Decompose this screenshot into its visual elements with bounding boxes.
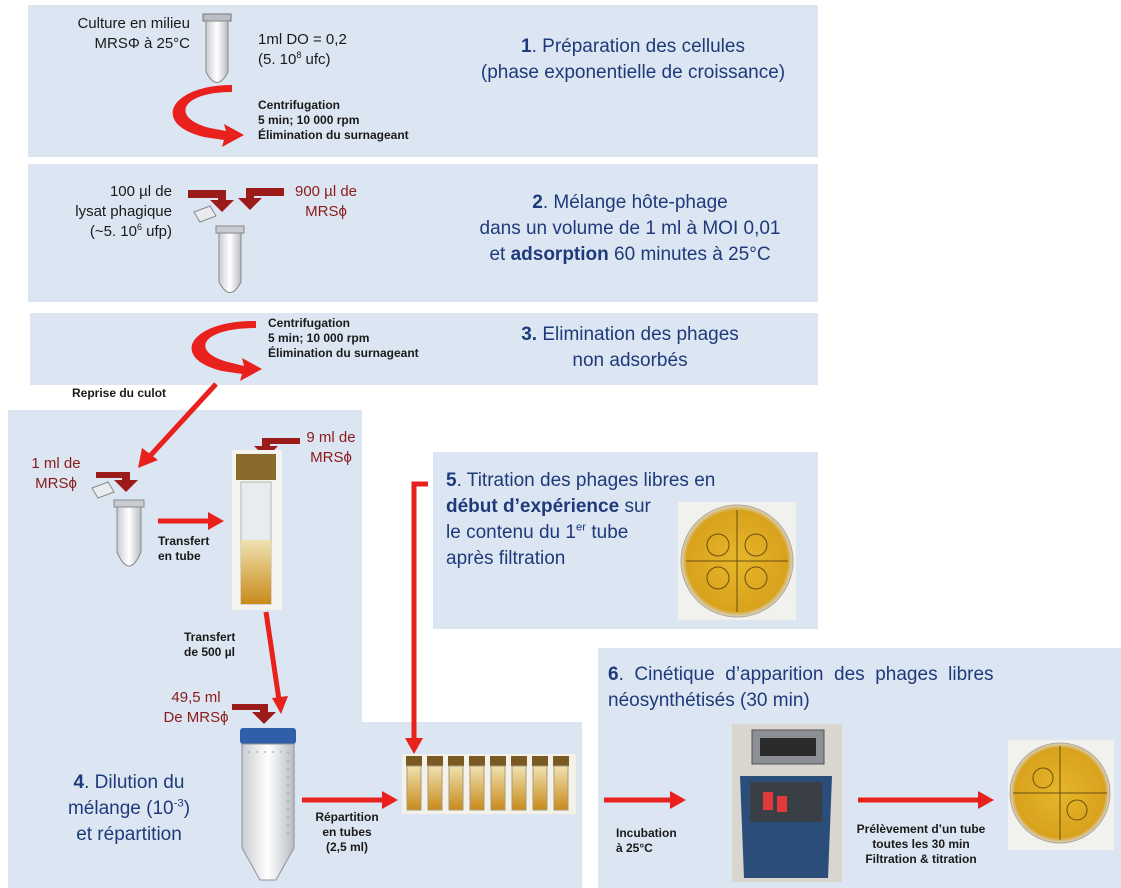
rack-tube (553, 765, 569, 811)
rack-tube (490, 765, 506, 811)
step4-title: 4. Dilution du mélange (10-3) et réparti… (67, 772, 191, 845)
open-eppendorf-tube-icon (193, 205, 245, 293)
rack-tube-cap (427, 756, 443, 766)
centrifugation-arrow-icon-2 (191, 320, 262, 381)
step3-panel (30, 313, 818, 385)
transfert-500-label: Transfert de 500 µl (184, 630, 236, 659)
rack-tube-cap (553, 756, 569, 766)
step1-panel (28, 5, 818, 157)
repartition-label: Répartition en tubes (2,5 ml) (315, 810, 379, 854)
step2-panel (28, 164, 818, 302)
rack-tube (448, 765, 464, 811)
incubation-label: Incubation à 25°C (616, 826, 677, 855)
mrs9-label: 9 ml de MRSϕ (306, 429, 356, 466)
transfert-500-arrow (272, 696, 288, 714)
rack-tube-cap (490, 756, 506, 766)
rack-tube (511, 765, 527, 811)
titration-arrow (405, 738, 423, 754)
falcon-tube-icon (240, 728, 296, 881)
rack-tube (469, 765, 485, 811)
incubation-arrow (670, 791, 686, 809)
lysat-label: 100 µl de lysat phagique (~5. 106 ufp) (75, 183, 172, 240)
step1-centrifugation: Centrifugation 5 min; 10 000 rpm Élimina… (258, 98, 409, 142)
petri-dish-photo-2 (1008, 740, 1114, 850)
step2-title: 2. Mélange hôte-phage dans un volume de … (479, 192, 781, 265)
glass-tube-photo (232, 450, 282, 610)
petri-dish-photo-1 (678, 502, 796, 620)
sample-label-2: (5. 108 ufc) (258, 50, 331, 69)
centrifugation-arrow-icon (172, 85, 244, 147)
eppendorf-tube-icon (202, 13, 232, 83)
add-mrs-arrow-icon (238, 188, 284, 210)
add-mrs49-arrow-icon (232, 704, 276, 724)
open-eppendorf-tube-icon-2 (91, 481, 145, 567)
culture-label-2: MRSΦ à 25°C (94, 35, 191, 52)
tubes-rack-photo (402, 754, 576, 814)
transfert-tube-label: Transfert en tube (158, 534, 210, 563)
rack-tube (427, 765, 443, 811)
rack-tube-cap (469, 756, 485, 766)
rack-tube-cap (511, 756, 527, 766)
water-bath-photo (732, 724, 842, 882)
mrs49-label: 49,5 ml De MRSϕ (163, 689, 229, 726)
mrs900-label: 900 µl de MRSϕ (294, 183, 358, 220)
step3-title: 3. Elimination des phages non adsorbés (521, 324, 739, 371)
rack-tube-cap (406, 756, 422, 766)
step6-title: 6. Cinétique d’apparition des phages lib… (608, 664, 994, 711)
reprise-arrow (148, 382, 218, 458)
transfert-tube-arrow (208, 512, 224, 530)
rack-tube-cap (532, 756, 548, 766)
culture-label-1: Culture en milieu (77, 15, 190, 32)
step5-title: 5. Titration des phages libres en début … (446, 470, 716, 569)
reprise-label: Reprise du culot (72, 386, 167, 400)
mrs1-label: 1 ml de MRSϕ (31, 455, 81, 492)
rack-tube (532, 765, 548, 811)
add-mrs1-arrow-icon (96, 472, 138, 492)
sample-label-1: 1ml DO = 0,2 (258, 31, 347, 48)
repartition-arrow (382, 791, 398, 809)
rack-tube (406, 765, 422, 811)
step4-panel (8, 410, 362, 888)
step1-title: 1. Préparation des cellules (phase expon… (480, 36, 786, 83)
rack-tube-cap (448, 756, 464, 766)
step3-centrifugation: Centrifugation 5 min; 10 000 rpm Élimina… (268, 316, 419, 360)
prelevement-arrow (978, 791, 994, 809)
add-lysat-arrow-icon (188, 190, 234, 212)
prelevement-label: Prélèvement d’un tube toutes les 30 min … (856, 822, 986, 866)
